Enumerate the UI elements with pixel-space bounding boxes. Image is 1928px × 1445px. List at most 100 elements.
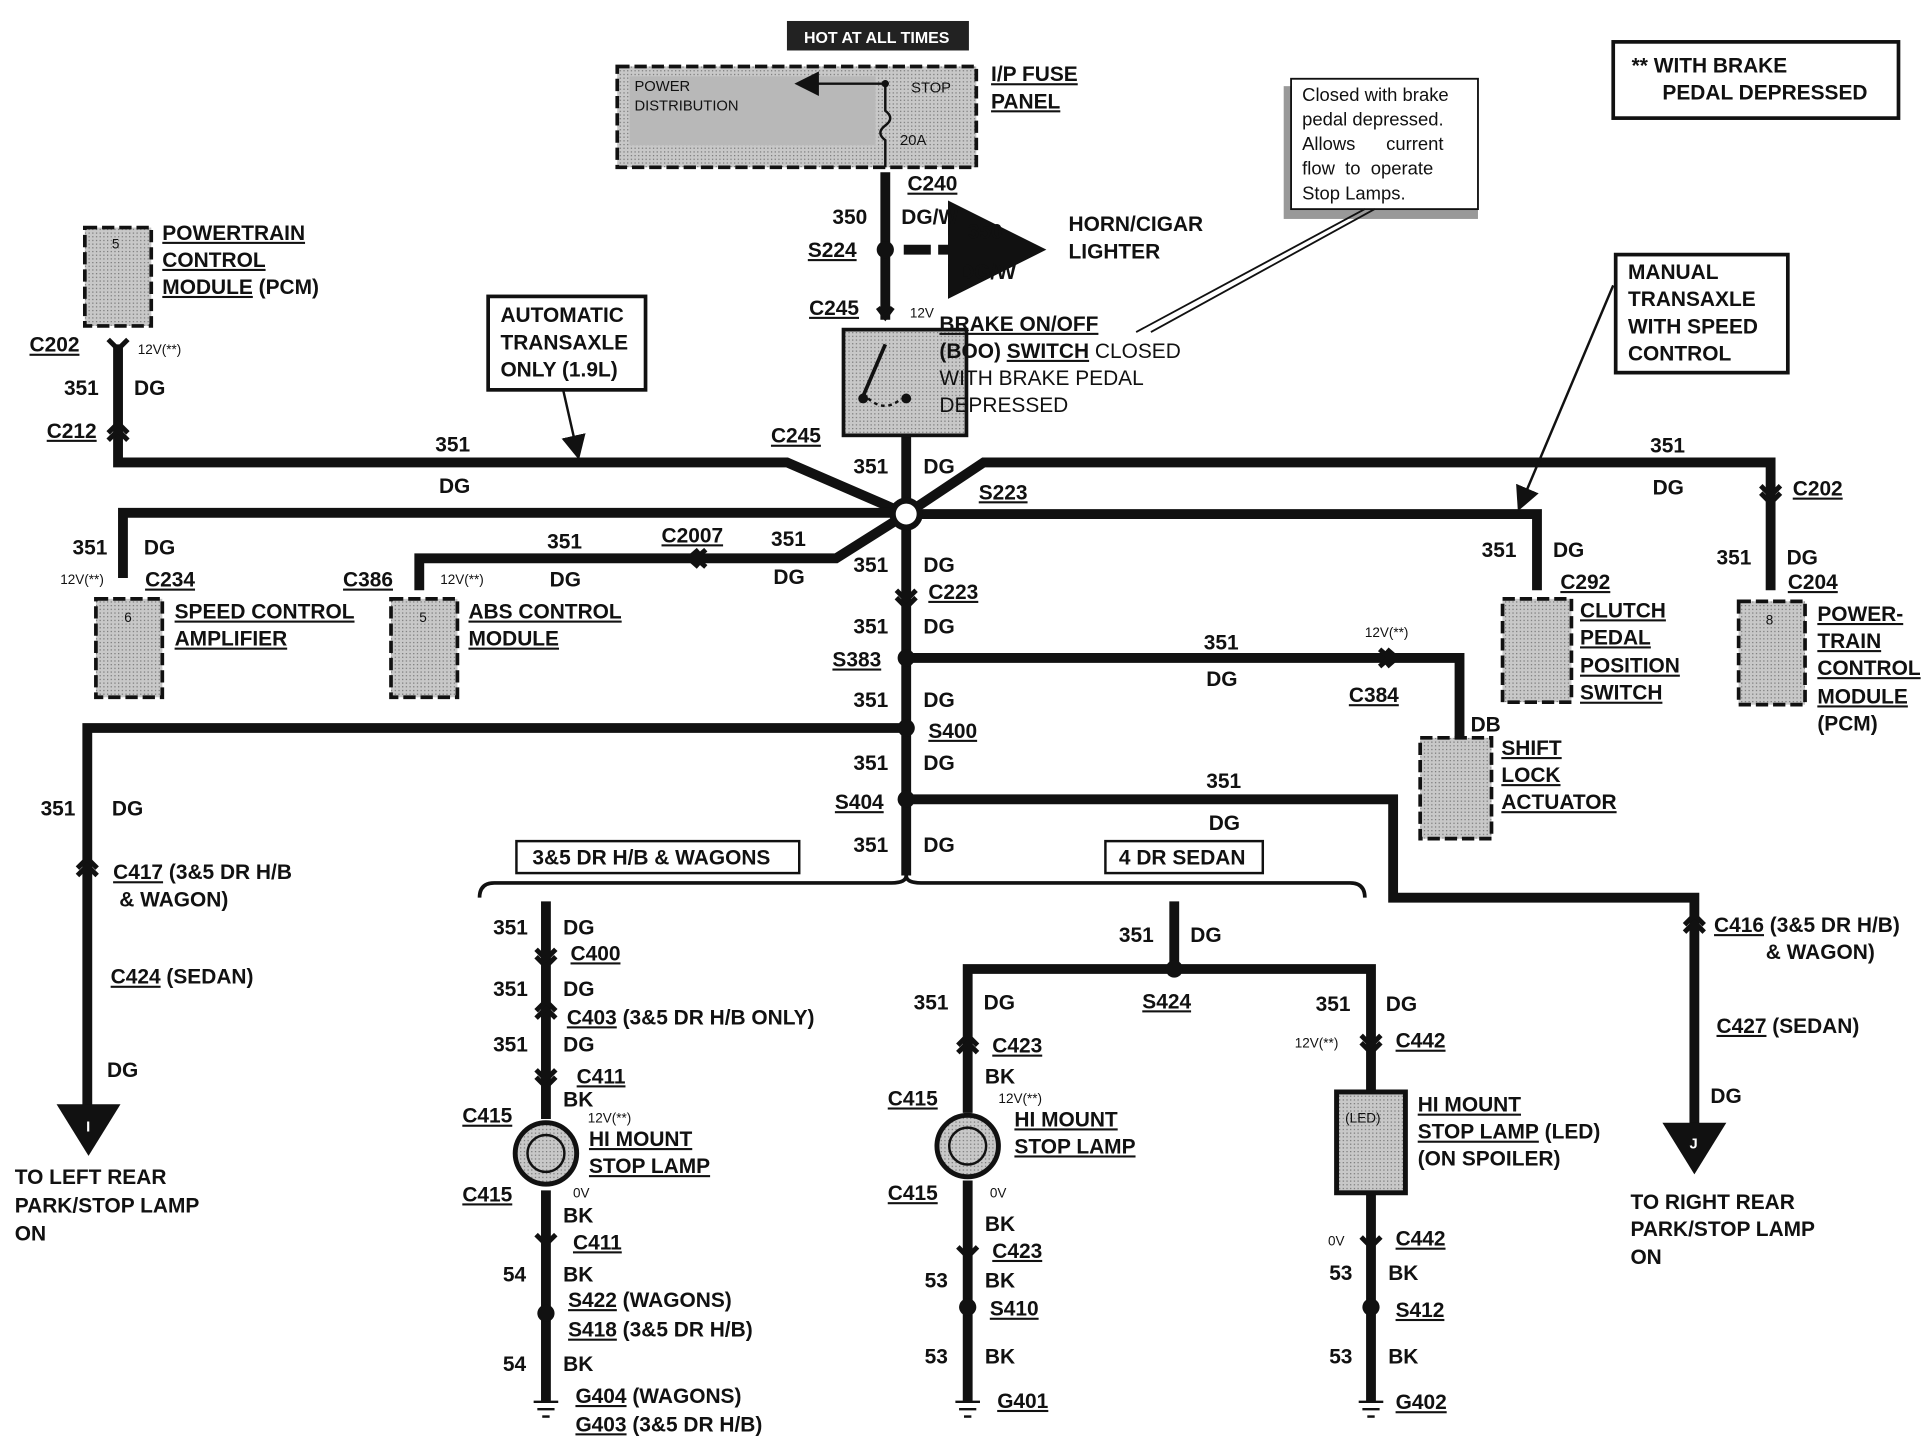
conn-c202-left: C202 xyxy=(30,334,80,357)
pcm-right-color: DG xyxy=(1787,546,1818,569)
wagon-gnd-circuit-2: 54 xyxy=(503,1353,527,1376)
s383-color-2: DB xyxy=(1471,714,1501,737)
sedan-voltage: 12V(**) xyxy=(998,1091,1042,1106)
conn-mark-c212 xyxy=(106,419,130,443)
wagon-zero: 0V xyxy=(573,1186,590,1201)
conn-mark-c442b xyxy=(1359,1235,1383,1251)
sedan-bk-1: BK xyxy=(985,1065,1015,1088)
conn-c384: C384 xyxy=(1349,684,1399,707)
conn-c415-top-wagon: C415 xyxy=(462,1105,512,1128)
left-rear-color: DG xyxy=(112,797,143,820)
conn-c415-bottom-wagon: C415 xyxy=(462,1183,512,1206)
conn-c2007: C2007 xyxy=(662,524,724,547)
shift-lock-name-2: LOCK xyxy=(1501,764,1560,787)
led-box-label: (LED) xyxy=(1345,1111,1380,1126)
conn-mark-c400 xyxy=(534,947,558,971)
pcm-left-box xyxy=(82,225,154,328)
s383-circuit: 351 xyxy=(1204,631,1239,654)
splice-s404 xyxy=(897,790,915,808)
speed-voltage: 12V(**) xyxy=(60,572,104,587)
clutch-name-2: PEDAL xyxy=(1580,626,1651,649)
wire1-color: DG xyxy=(439,475,470,498)
pcm-right-pin: 8 xyxy=(1766,613,1774,628)
abs-voltage: 12V(**) xyxy=(440,572,484,587)
splice-s424 xyxy=(1165,960,1183,978)
abs-color: DG xyxy=(550,569,581,592)
left-rear-pin: I xyxy=(86,1119,90,1135)
note-line-1: Closed with brake xyxy=(1302,84,1449,105)
conn-c417-label: C417 (3&5 DR H/B xyxy=(113,861,292,884)
labels: HOT AT ALL TIMES ** WITH BRAKE PEDAL DEP… xyxy=(15,30,1921,1436)
auto-line-2: TRANSAXLE xyxy=(500,331,628,354)
conn-c411-bottom: C411 xyxy=(573,1231,622,1254)
abs-color-2: DG xyxy=(773,566,804,589)
pcm-left-voltage: 12V(**) xyxy=(138,342,182,357)
ground-symbol-g401 xyxy=(955,1400,980,1418)
pcm-left-name-2: CONTROL xyxy=(162,249,266,272)
power-dist-2: DISTRIBUTION xyxy=(634,99,738,115)
note-line-3: Allows current xyxy=(1302,133,1443,154)
s404-color: DG xyxy=(1209,812,1240,835)
fuse-amp: 20A xyxy=(900,133,926,149)
wagon-lamp-1: HI MOUNT xyxy=(589,1128,693,1151)
note-line-2: pedal depressed. xyxy=(1302,108,1443,129)
conn-c400: C400 xyxy=(571,942,621,965)
conn-mark-c403 xyxy=(534,997,558,1020)
led-zero: 0V xyxy=(1328,1234,1345,1249)
conn-c403-label: C403 (3&5 DR H/B ONLY) xyxy=(567,1006,815,1029)
abs-pin: 5 xyxy=(419,610,427,625)
led-name-2: STOP LAMP (LED) xyxy=(1418,1121,1601,1144)
led-bk-2: BK xyxy=(1388,1346,1418,1369)
conn-c423-top: C423 xyxy=(992,1035,1042,1058)
conn-c415-top-sedan: C415 xyxy=(888,1087,938,1110)
ground-g404-label: G404 (WAGONS) xyxy=(575,1385,741,1408)
conn-mark-c423b xyxy=(956,1245,980,1261)
wagon-lamp-2: STOP LAMP xyxy=(589,1155,710,1178)
sedan-circuit-top: 351 xyxy=(1119,924,1154,947)
clutch-name-3: POSITION xyxy=(1580,655,1680,678)
conn-mark-c442 xyxy=(1359,1033,1383,1057)
variant-wagon: 3&5 DR H/B & WAGONS xyxy=(532,846,770,869)
splice-s404-label: S404 xyxy=(835,791,884,814)
splice-s223-label: S223 xyxy=(979,481,1028,504)
sedan-gnd-circuit-2: 53 xyxy=(925,1346,948,1369)
shift-lock-box xyxy=(1418,735,1494,841)
s404-circuit: 351 xyxy=(1206,770,1241,793)
spine-circuit-2: 351 xyxy=(853,615,888,638)
sedan-lamp-bulb xyxy=(934,1112,1001,1180)
ground-g402-label: G402 xyxy=(1396,1391,1447,1414)
boo-name-1: BRAKE ON/OFF xyxy=(939,313,1098,336)
manual-line-3: WITH SPEED xyxy=(1628,315,1758,338)
splice-s223 xyxy=(889,497,923,531)
variant-sedan: 4 DR SEDAN xyxy=(1119,846,1246,869)
horn-label-2: LIGHTER xyxy=(1069,240,1161,263)
wire-shift-lock xyxy=(906,652,1465,738)
splices xyxy=(537,241,1380,1322)
manual-transaxle-box xyxy=(1613,252,1790,375)
wagon-gnd-circuit-1: 54 xyxy=(503,1263,527,1286)
ground-g401-label: G401 xyxy=(997,1390,1048,1413)
splice-s400 xyxy=(897,719,915,737)
left-rear-arrow xyxy=(56,1104,121,1156)
spine-circuit-5: 351 xyxy=(853,834,888,857)
spine-circuit-4: 351 xyxy=(853,752,888,775)
spine-color-1: DG xyxy=(923,554,954,577)
left-rear-label-2: PARK/STOP LAMP xyxy=(15,1194,200,1217)
wire-right-rear xyxy=(906,794,1700,1126)
pcm-right-name-1: POWER- xyxy=(1817,603,1903,626)
conn-mark-c417 xyxy=(75,854,99,878)
pcm-left-circuit: 351 xyxy=(64,377,99,400)
wagon-lamp-bulb xyxy=(512,1120,580,1187)
splice-s383-label: S383 xyxy=(832,649,881,672)
clutch-box xyxy=(1500,597,1574,705)
led-name-3: (ON SPOILER) xyxy=(1418,1148,1561,1171)
splice-s418-label: S418 (3&5 DR H/B) xyxy=(568,1319,753,1342)
conn-mark-c411b xyxy=(534,1232,558,1248)
shift-lock-name-3: ACTUATOR xyxy=(1501,791,1616,814)
conn-c240: C240 xyxy=(907,173,957,196)
manual-line-2: TRANSAXLE xyxy=(1628,288,1756,311)
legend-box xyxy=(1611,40,1901,120)
left-rear-label-1: TO LEFT REAR xyxy=(15,1166,167,1189)
manual-line-1: MANUAL xyxy=(1628,261,1719,284)
conn-c223: C223 xyxy=(928,581,978,604)
